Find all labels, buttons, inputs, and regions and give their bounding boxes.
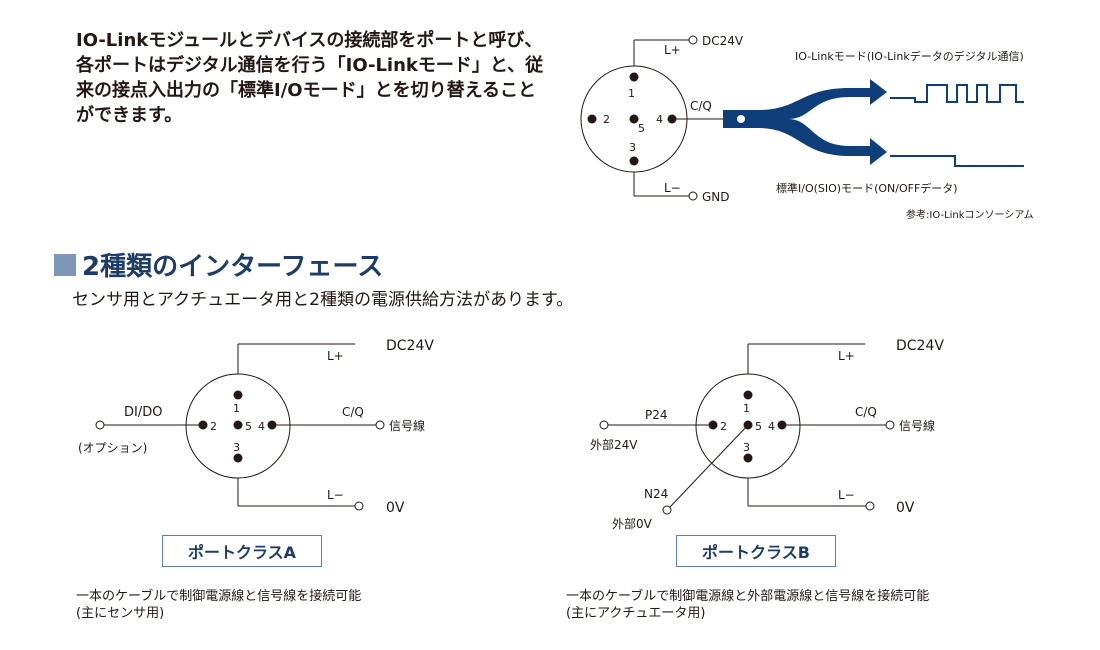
port-a-pin1-label: 1 (233, 402, 240, 415)
top-pin4-dot (667, 114, 677, 124)
iolink-mode-label: IO-Linkモード(IO-Linkデータのデジタル通信) (795, 49, 1024, 63)
top-pin2-label: 2 (603, 113, 610, 126)
port-a-desc-line-1: 一本のケーブルで制御電源線と信号線を接続可能 (76, 589, 362, 604)
sio-mode-label: 標準I/O(SIO)モード(ON/OFFデータ) (776, 181, 958, 195)
top-pin2-dot (587, 114, 597, 124)
port-b-lminus-label: L− (838, 488, 855, 502)
port-a-desc-line-2: (主にセンサ用) (76, 606, 165, 621)
port-a-signal-label: 信号線 (389, 418, 425, 433)
port-b-0v-label: 0V (896, 500, 915, 516)
port-b-p24-terminal (599, 420, 609, 430)
port-b-pin3-label: 3 (743, 441, 750, 454)
port-a-0v-label: 0V (386, 500, 405, 516)
port-b-pin2-dot (708, 420, 718, 430)
section-subtitle: センサ用とアクチュエータ用と2種類の電源供給方法があります。 (72, 290, 574, 310)
port-b-desc-line-1: 一本のケーブルで制御電源線と外部電源線と信号線を接続可能 (566, 589, 930, 604)
mode-split-arrow (723, 79, 887, 165)
sio-waveform (890, 155, 1024, 167)
port-a-option-label: (オプション) (78, 441, 147, 455)
port-a-pin5-dot (233, 420, 243, 430)
port-a-pin3-dot (233, 453, 243, 463)
top-pins (587, 72, 677, 166)
top-pin1-dot (629, 72, 639, 82)
port-b-p24-label: P24 (645, 408, 668, 422)
port-a-didio-terminal (95, 420, 105, 430)
port-b-n24-label: N24 (644, 487, 668, 501)
port-a-lminus-label: L− (327, 488, 344, 502)
port-a-pin3-label: 3 (233, 441, 240, 454)
port-a-pin2-label: 2 (210, 420, 217, 433)
port-a-pin2-dot (198, 420, 208, 430)
port-b-0v-terminal (865, 501, 875, 511)
port-a-cq-label: C/Q (342, 405, 364, 419)
port-b-signal-label: 信号線 (899, 418, 935, 433)
port-b-pin2-label: 2 (720, 420, 727, 433)
top-gnd-terminal (688, 191, 698, 201)
port-b-pin1-dot (743, 390, 753, 400)
top-cq-label: C/Q (690, 99, 712, 113)
intro-line-4: ができます。 (76, 105, 183, 126)
split-arrow-shape (758, 79, 887, 165)
port-b-pin4-dot (777, 420, 787, 430)
intro-line-1: IO-Linkモジュールとデバイスの接続部をポートと呼び、 (76, 30, 543, 51)
intro-paragraph: IO-Linkモジュールとデバイスの接続部をポートと呼び、 各ポートはデジタル通… (76, 28, 546, 128)
top-pin3-label: 3 (629, 141, 636, 154)
port-a-pin4-label: 4 (258, 420, 265, 433)
port-b-diagram (599, 343, 895, 515)
port-a-0v-terminal (354, 501, 364, 511)
port-b-desc-line-2: (主にアクチュエータ用) (566, 606, 706, 621)
top-lplus-label: L+ (664, 43, 681, 57)
port-b-n24-wire (669, 424, 749, 508)
top-pin5-dot (629, 114, 639, 124)
port-a-lplus-label: L+ (327, 349, 344, 363)
port-class-b-box: ポートクラスB (676, 535, 836, 567)
port-b-pins (708, 390, 787, 463)
top-dc24v-terminal (688, 35, 698, 45)
port-a-description: 一本のケーブルで制御電源線と信号線を接続可能 (主にセンサ用) (76, 588, 361, 622)
top-pin4-label: 4 (656, 113, 663, 126)
port-b-ext24-label: 外部24V (590, 437, 638, 452)
top-pin5-label: 5 (638, 122, 645, 135)
port-a-dc24v-label: DC24V (386, 338, 434, 354)
top-gnd-label: GND (702, 190, 730, 204)
section-title-text: 2種類のインターフェース (82, 252, 384, 282)
port-class-a-label: ポートクラスA (187, 543, 297, 562)
port-a-diagram (95, 343, 385, 511)
port-b-dc24v-label: DC24V (896, 338, 944, 354)
port-b-cq-terminal (885, 420, 895, 430)
reference-label: 参考:IO-Linkコンソーシアム (906, 208, 1034, 221)
port-b-n24-terminal (662, 505, 672, 515)
port-b-pin1-label: 1 (743, 402, 750, 415)
port-b-cq-label: C/Q (855, 405, 877, 419)
top-connector-diagram (580, 35, 724, 201)
port-b-pin5-label: 5 (755, 420, 762, 433)
top-lminus-label: L− (664, 181, 681, 195)
port-a-didio-label: DI/DO (124, 405, 162, 420)
port-b-pin3-dot (743, 453, 753, 463)
top-pin3-dot (629, 156, 639, 166)
section-title: 2種類のインターフェース (54, 246, 383, 283)
port-b-lplus-label: L+ (838, 349, 855, 363)
port-a-pin5-label: 5 (245, 420, 252, 433)
port-b-ext0-label: 外部0V (612, 516, 653, 531)
port-a-pin4-dot (267, 420, 277, 430)
port-b-pin5-dot (743, 420, 753, 430)
port-b-connector-circle (695, 373, 801, 479)
port-b-description: 一本のケーブルで制御電源線と外部電源線と信号線を接続可能 (主にアクチュエータ用… (566, 588, 929, 622)
section-square-icon (54, 253, 76, 276)
port-a-cq-terminal (375, 420, 385, 430)
iolink-waveform (890, 84, 1024, 103)
top-pin1-label: 1 (628, 87, 635, 100)
cable-marker (737, 115, 745, 123)
port-a-pins (198, 390, 277, 463)
port-class-b-label: ポートクラスB (702, 543, 810, 562)
top-dc24v-label: DC24V (702, 34, 744, 48)
port-b-pin4-label: 4 (768, 420, 775, 433)
port-a-pin1-dot (233, 390, 243, 400)
intro-line-3: 来の接点入出力の「標準I/Oモード」とを切り替えること (76, 80, 537, 101)
port-class-a-box: ポートクラスA (162, 535, 322, 567)
intro-line-2: 各ポートはデジタル通信を行う「IO-Linkモード」と、従 (76, 55, 544, 76)
port-a-connector-circle (185, 373, 291, 479)
